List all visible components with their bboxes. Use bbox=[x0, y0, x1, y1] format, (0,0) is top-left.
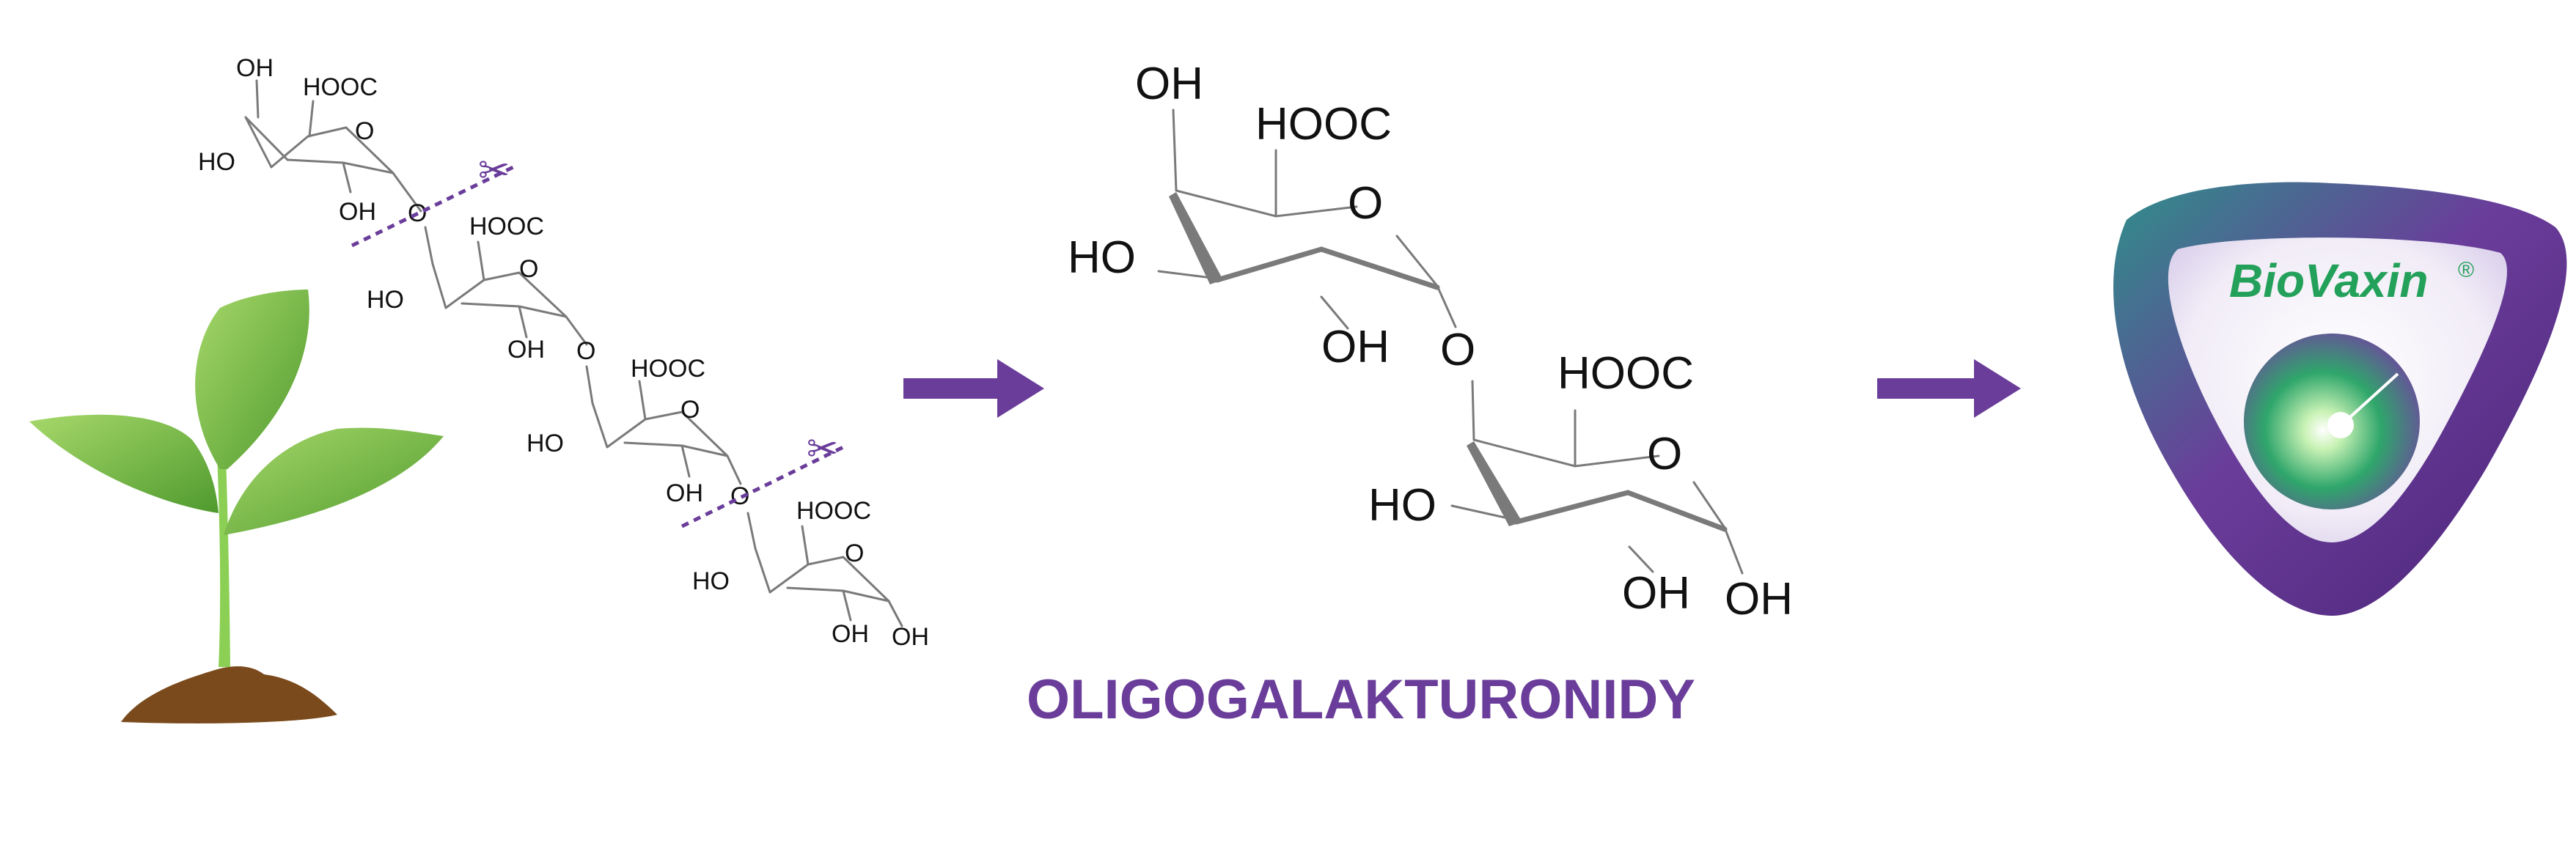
chain-r4-oh-bottom: OH bbox=[832, 620, 869, 648]
dimer-r2-oh-right: OH bbox=[1725, 574, 1793, 625]
dimer-r1-oh-top: OH bbox=[1135, 59, 1203, 109]
chain-r1-oh-top: OH bbox=[236, 54, 274, 82]
dimer-r1-oh-bottom: OH bbox=[1321, 322, 1390, 372]
plant-sprout-icon bbox=[29, 290, 444, 723]
chain-r3-hooc: HOOC bbox=[631, 355, 705, 383]
scissors-icon: ✂ bbox=[478, 150, 510, 192]
chain-r4-ho-left: HO bbox=[692, 567, 730, 595]
biovaxin-logo: BioVaxin ® bbox=[2113, 182, 2567, 616]
dimer-residue-2: HOOC O HO OH OH bbox=[1368, 348, 1793, 625]
dimer-r2-oh-bottom: OH bbox=[1622, 568, 1690, 619]
chain-r2-o-ring: O bbox=[519, 255, 538, 283]
chain-r4-hooc: HOOC bbox=[796, 497, 871, 525]
chain-r4-o-ring: O bbox=[845, 539, 864, 567]
chain-residue-3: HOOC O HO OH bbox=[526, 355, 742, 507]
soil-mound bbox=[121, 666, 337, 723]
brand-registered-mark: ® bbox=[2458, 258, 2474, 282]
oligomer-chain: OH HOOC O HO OH O ✂ HOOC O HO OH O HOOC … bbox=[198, 54, 929, 651]
chain-r1-ho-left: HO bbox=[198, 148, 235, 176]
chain-r1-hooc: HOOC bbox=[303, 73, 378, 101]
chain-r2-hooc: HOOC bbox=[469, 213, 544, 240]
chain-r1-o-ring: O bbox=[355, 117, 374, 145]
cleavage-line-1 bbox=[351, 165, 515, 248]
chain-residue-4: HOOC O HO OH OH bbox=[692, 497, 929, 651]
arrow-right-icon bbox=[903, 359, 1044, 418]
arrow-right-icon bbox=[1877, 359, 2021, 418]
chain-r1-oh-bottom: OH bbox=[339, 198, 376, 226]
chain-r4-oh-right: OH bbox=[892, 623, 929, 651]
dimer-structure: OH HOOC O HO OH O HOOC O HO OH OH bbox=[1068, 59, 1793, 625]
page-title: OLIGOGALAKTURONIDY bbox=[1027, 668, 1695, 731]
chain-residue-2: HOOC O HO OH bbox=[367, 213, 588, 364]
chain-r3-oh-bottom: OH bbox=[666, 479, 703, 507]
chain-link-2: O bbox=[576, 337, 595, 365]
dimer-r1-hooc: HOOC bbox=[1255, 99, 1392, 150]
chain-r3-o-ring: O bbox=[680, 396, 700, 424]
logo-glow-streak bbox=[2341, 372, 2399, 425]
dimer-r2-ho-left: HO bbox=[1368, 480, 1436, 531]
leaf-left bbox=[29, 414, 219, 513]
leaf-top bbox=[195, 290, 309, 469]
chain-r2-oh-bottom: OH bbox=[507, 336, 545, 364]
dimer-link-o: O bbox=[1440, 325, 1475, 375]
chain-r3-ho-left: HO bbox=[526, 430, 564, 457]
dimer-r1-o-ring: O bbox=[1348, 178, 1383, 229]
leaf-right bbox=[224, 427, 444, 535]
dimer-residue-1: OH HOOC O HO OH bbox=[1068, 59, 1457, 372]
cleavage-line-2 bbox=[680, 445, 845, 528]
brand-name: BioVaxin bbox=[2229, 254, 2428, 307]
dimer-r1-ho-left: HO bbox=[1068, 232, 1136, 283]
chain-residue-1: OH HOOC O HO OH bbox=[198, 54, 422, 226]
scissors-icon: ✂ bbox=[807, 428, 839, 471]
chain-r2-ho-left: HO bbox=[367, 286, 404, 314]
dimer-r2-hooc: HOOC bbox=[1557, 348, 1694, 399]
dimer-r2-o-ring: O bbox=[1647, 429, 1682, 479]
